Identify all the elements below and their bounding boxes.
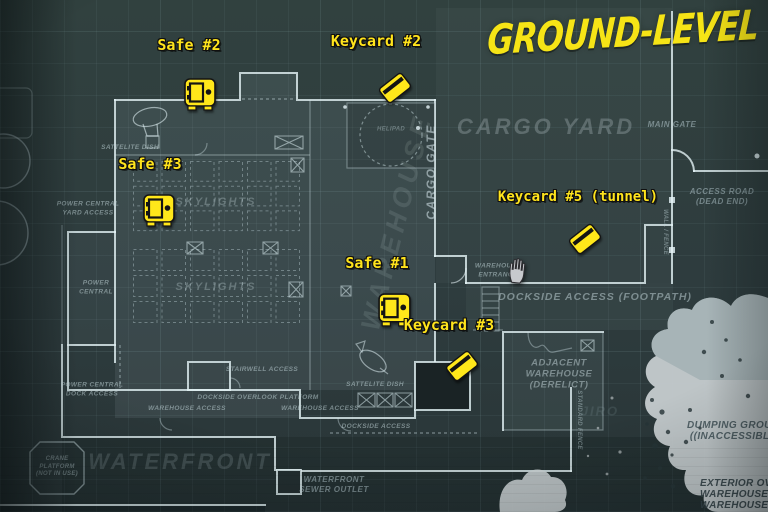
legend: EXTERIOR OVERVIEW WAREHOUSE FLOOR WAREHO… bbox=[700, 478, 768, 511]
zone-label-power-central-dock-access: POWER CENTRAL DOCK ACCESS bbox=[60, 381, 124, 398]
zone-label-sattelite-dish-1: SATTELITE DISH bbox=[101, 143, 159, 151]
zone-label-adjacent-warehouse: ADJACENT WAREHOUSE (DERELICT) bbox=[525, 357, 593, 391]
zone-label-crane-platform: CRANE PLATFORM (NOT IN USE) bbox=[36, 455, 78, 477]
zone-label-cargo-gate: CARGO GATE bbox=[424, 124, 438, 220]
zone-label-dockside-overlook: DOCKSIDE OVERLOOK PLATFORM bbox=[197, 393, 319, 401]
zone-label-warehouse-access-2: WAREHOUSE ACCESS bbox=[281, 404, 359, 412]
map-watermark: JIRO bbox=[580, 403, 620, 419]
zone-label-main-gate: MAIN GATE bbox=[647, 120, 697, 129]
marker-label-keycard3[interactable]: Keycard #3 bbox=[403, 316, 495, 334]
zone-label-standard-fence: STANDARD FENCE bbox=[575, 390, 582, 450]
zone-label-sattelite-dish-2: SATTELITE DISH bbox=[346, 380, 404, 388]
zone-label-waterfront-sewer-outlet: WATERFRONT SEWER OUTLET bbox=[299, 475, 369, 494]
zone-label-helipad: HELIPAD bbox=[377, 126, 405, 133]
zone-label-dockside-access: DOCKSIDE ACCESS bbox=[341, 422, 411, 430]
zone-label-dumping-ground: DUMPING GROUND ((INACCESSIBLE)) bbox=[686, 420, 768, 442]
zone-label-access-road: ACCESS ROAD (DEAD END) bbox=[689, 187, 755, 206]
marker-label-safe2[interactable]: Safe #2 bbox=[157, 36, 221, 54]
zone-label-power-central: POWER CENTRAL bbox=[79, 279, 113, 296]
zone-label-waterfront: WATERFRONT bbox=[88, 449, 272, 474]
marker-label-safe1[interactable]: Safe #1 bbox=[345, 254, 409, 272]
zone-label-cargo-yard: CARGO YARD bbox=[456, 114, 636, 139]
zone-label-warehouse-access-1: WAREHOUSE ACCESS bbox=[148, 404, 226, 412]
zone-label-skylights-2: SKYLIGHTS bbox=[175, 281, 257, 293]
marker-label-safe3[interactable]: Safe #3 bbox=[118, 155, 182, 173]
zone-label-power-central-yard-access: POWER CENTRAL YARD ACCESS bbox=[56, 200, 120, 217]
zone-label-skylights-1: SKYLIGHTS bbox=[175, 196, 257, 208]
zone-label-stairwell-access: STAIRWELL ACCESS bbox=[225, 365, 299, 373]
marker-label-keycard5[interactable]: Keycard #5 (tunnel) bbox=[497, 189, 659, 205]
legend-line-exterior-overview: EXTERIOR OVERVIEW bbox=[700, 478, 768, 489]
marker-label-keycard2[interactable]: Keycard #2 bbox=[330, 32, 422, 50]
legend-line-warehouse-floor: WAREHOUSE FLOOR bbox=[700, 489, 768, 500]
zone-label-dockside-footpath: DOCKSIDE ACCESS (FOOTPATH) bbox=[498, 291, 692, 303]
zone-label-wall-fence: WALL / FENCE bbox=[661, 209, 668, 255]
legend-line-warehouse-top: WAREHOUSE TOP bbox=[700, 500, 768, 511]
